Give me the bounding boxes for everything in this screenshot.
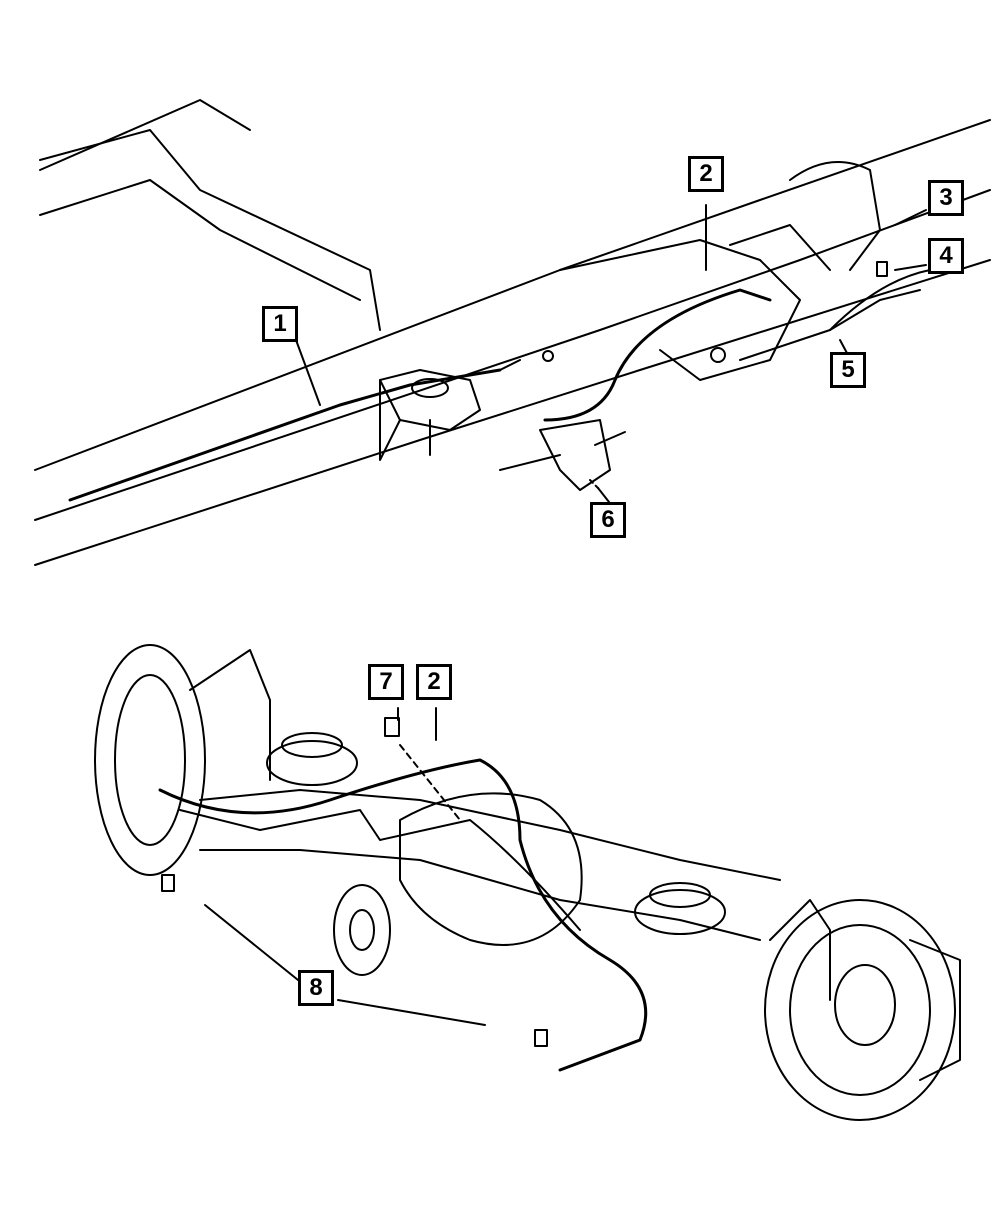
callout-2-upper: 2 <box>688 156 724 192</box>
callout-5: 5 <box>830 352 866 388</box>
cable-front <box>68 359 521 502</box>
callout-3: 3 <box>928 180 964 216</box>
crossmember <box>39 129 381 331</box>
frame-rail-top-edge <box>34 119 991 471</box>
right-brake-rotor <box>764 899 956 1121</box>
bolt-8-right-icon <box>534 1029 548 1047</box>
rear-axle-assembly <box>94 644 961 1121</box>
bolt-8-left-icon <box>161 874 175 892</box>
callout-2-lower: 2 <box>416 664 452 700</box>
callout-8: 8 <box>298 970 334 1006</box>
left-brake-drum <box>94 644 206 876</box>
differential <box>399 792 583 946</box>
bolts <box>161 261 888 1047</box>
left-spring-seat <box>266 740 358 786</box>
frame-assembly <box>34 99 991 566</box>
callout-6: 6 <box>590 502 626 538</box>
callout-4: 4 <box>928 238 964 274</box>
leader-lines <box>204 204 927 1026</box>
callout-7: 7 <box>368 664 404 700</box>
frame-rail-bottom-edge <box>34 259 991 566</box>
pinion-flange <box>333 884 391 976</box>
cable-rear-upper <box>543 269 931 422</box>
callout-1: 1 <box>262 306 298 342</box>
bolt-7-icon <box>384 717 400 737</box>
bolt-4-icon <box>876 261 888 277</box>
cable-rear-axle <box>158 758 648 1072</box>
equalizer <box>499 419 626 491</box>
right-spring-seat <box>634 889 726 935</box>
